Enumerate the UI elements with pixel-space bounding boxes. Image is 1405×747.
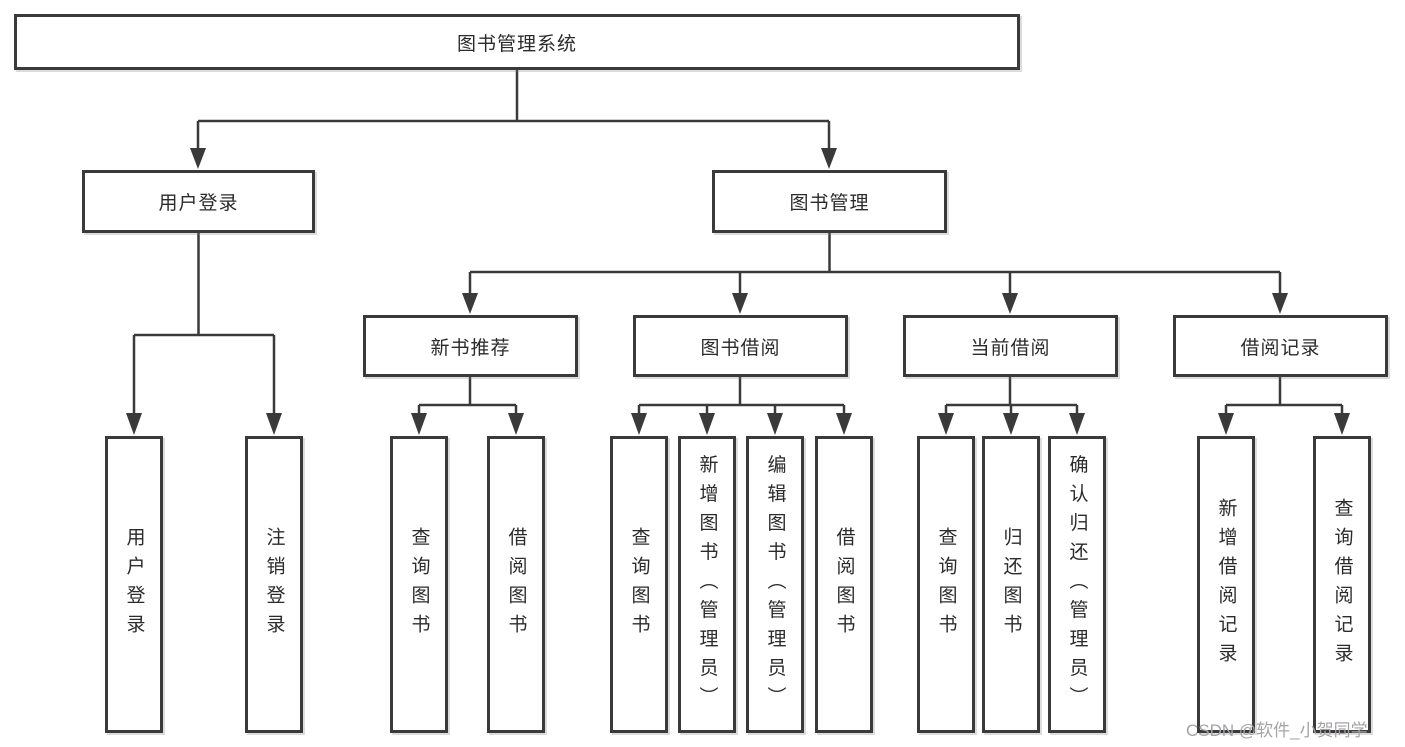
node-label: 编辑图书（管理员）: [764, 454, 786, 715]
node-current-borrow: 当前借阅: [903, 315, 1118, 377]
node-label: 查询图书: [935, 526, 957, 643]
node-label: 新增图书（管理员）: [696, 454, 718, 715]
node-label: 借阅图书: [505, 526, 527, 643]
leaf-logout: 注销登录: [245, 436, 303, 733]
leaf-query-book-recommend: 查询图书: [390, 436, 448, 733]
csdn-watermark: CSDN @软件_小贺同学: [1186, 721, 1368, 740]
node-label: 借阅图书: [833, 526, 855, 643]
node-label: 用户登录: [158, 193, 239, 214]
node-label: 注销登录: [263, 526, 285, 643]
node-label: 新增借阅记录: [1215, 497, 1237, 672]
node-label: 用户登录: [123, 526, 145, 643]
leaf-edit-book-admin: 编辑图书（管理员）: [746, 436, 804, 733]
leaf-query-borrow-record: 查询借阅记录: [1313, 436, 1371, 733]
node-label: 查询借阅记录: [1331, 497, 1353, 672]
node-user-login: 用户登录: [82, 170, 315, 233]
node-library-management-system: 图书管理系统: [14, 14, 1020, 70]
leaf-confirm-return-admin: 确认归还（管理员）: [1048, 436, 1106, 733]
node-label: 归还图书: [1000, 526, 1022, 643]
leaf-query-book-current: 查询图书: [917, 436, 975, 733]
leaf-user-login: 用户登录: [105, 436, 163, 733]
node-label: 新书推荐: [430, 337, 511, 359]
node-label: 查询图书: [408, 526, 430, 643]
node-book-borrow: 图书借阅: [633, 315, 848, 377]
leaf-query-book-borrow: 查询图书: [610, 436, 668, 733]
leaf-add-book-admin: 新增图书（管理员）: [678, 436, 736, 733]
leaf-return-book: 归还图书: [982, 436, 1040, 733]
node-label: 确认归还（管理员）: [1066, 454, 1088, 715]
node-book-management: 图书管理: [712, 170, 947, 233]
node-label: 图书管理: [789, 193, 870, 214]
leaf-borrow-book: 借阅图书: [815, 436, 873, 733]
leaf-borrow-book-recommend: 借阅图书: [487, 436, 545, 733]
node-borrow-record: 借阅记录: [1173, 315, 1388, 377]
leaf-add-borrow-record: 新增借阅记录: [1197, 436, 1255, 733]
node-label: 图书管理系统: [456, 33, 577, 55]
node-label: 当前借阅: [970, 337, 1051, 359]
node-new-book-recommend: 新书推荐: [363, 315, 578, 377]
node-label: 图书借阅: [700, 337, 781, 359]
node-label: 查询图书: [628, 526, 650, 643]
node-label: 借阅记录: [1240, 337, 1321, 359]
arrowheads: [126, 148, 1350, 435]
